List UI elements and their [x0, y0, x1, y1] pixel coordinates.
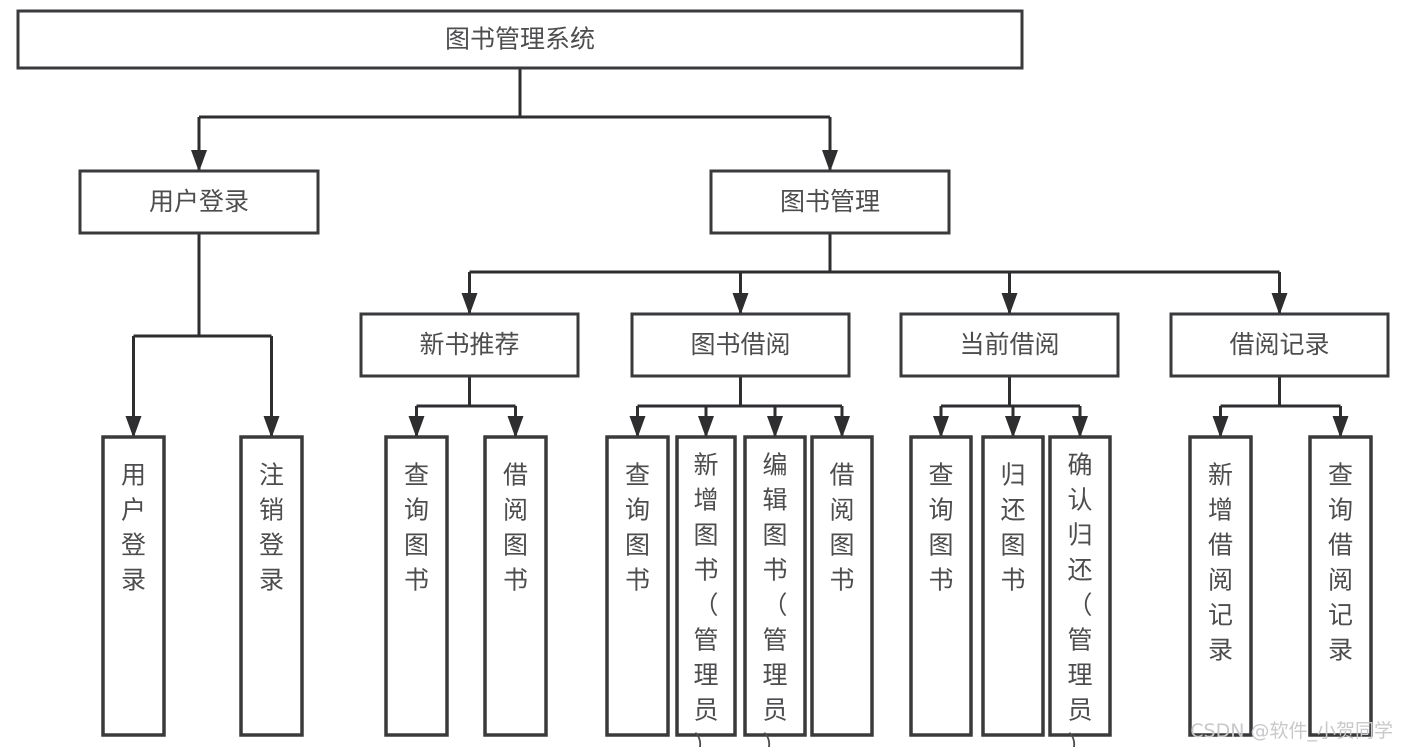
- node-box-leaf-borrow-book-1[interactable]: [483, 435, 548, 737]
- node-box-leaf-user-login[interactable]: [101, 435, 166, 737]
- node-label-leaf-borrow-book-1: 借阅图书: [503, 461, 528, 595]
- arrow-head-icon: [933, 416, 949, 438]
- node-leaf-logout[interactable]: 注销登录: [239, 435, 304, 737]
- arrow-head-icon: [1001, 293, 1018, 315]
- node-label-leaf-confirm-return: 确认归还（管理员）: [1067, 451, 1092, 747]
- node-leaf-edit-book[interactable]: 编辑图书（管理员）: [743, 435, 807, 747]
- node-label-leaf-borrow-book-2: 借阅图书: [829, 461, 854, 595]
- node-box-root[interactable]: [16, 9, 1024, 70]
- arrow-head-icon: [408, 416, 425, 438]
- node-label-user-login: 用户登录: [149, 187, 249, 216]
- node-leaf-borrow-book-2[interactable]: 借阅图书: [810, 435, 874, 737]
- node-label-leaf-add-book: 新增图书（管理员）: [693, 451, 718, 747]
- node-label-new-book-recommend: 新书推荐: [419, 330, 519, 359]
- node-user-login[interactable]: 用户登录: [78, 169, 320, 235]
- node-label-root: 图书管理系统: [445, 25, 595, 54]
- watermark-label: CSDN @软件_小贺同学: [1190, 720, 1393, 742]
- node-label-leaf-return-book: 归还图书: [1000, 461, 1025, 595]
- node-box-leaf-query-book-3[interactable]: [909, 435, 973, 737]
- arrow-head-icon: [507, 416, 524, 438]
- connector-layer: [125, 68, 1349, 438]
- arrow-head-icon: [629, 416, 646, 438]
- node-box-leaf-edit-book[interactable]: [743, 435, 807, 737]
- node-leaf-add-book[interactable]: 新增图书（管理员）: [675, 435, 737, 747]
- node-new-book-recommend[interactable]: 新书推荐: [359, 312, 580, 378]
- arrow-head-icon: [191, 150, 207, 172]
- node-box-leaf-add-book[interactable]: [675, 435, 737, 737]
- node-box-book-borrow[interactable]: [630, 312, 851, 378]
- node-label-leaf-logout: 注销登录: [259, 461, 284, 595]
- node-label-leaf-query-book-2: 查询图书: [625, 461, 650, 595]
- node-box-current-borrow[interactable]: [899, 312, 1120, 378]
- arrow-head-icon: [125, 416, 142, 438]
- arrow-head-icon: [822, 150, 838, 172]
- node-box-leaf-query-book-2[interactable]: [605, 435, 670, 737]
- node-box-leaf-return-book[interactable]: [981, 435, 1045, 737]
- node-leaf-add-record[interactable]: 新增借阅记录: [1188, 435, 1253, 737]
- arrow-head-icon: [1271, 293, 1288, 315]
- node-leaf-query-record[interactable]: 查询借阅记录: [1308, 435, 1373, 737]
- arrow-head-icon: [1005, 416, 1021, 438]
- arrow-head-icon: [461, 293, 478, 315]
- connector-group-borrow-record: [1212, 376, 1349, 438]
- node-label-book-management: 图书管理: [780, 187, 880, 216]
- node-book-management[interactable]: 图书管理: [709, 169, 951, 235]
- connector-group-book-management: [461, 233, 1288, 315]
- connector-group-current-borrow: [933, 376, 1088, 438]
- connector-group-user-login: [125, 233, 280, 438]
- connector-group-book-borrow: [629, 376, 850, 438]
- node-current-borrow[interactable]: 当前借阅: [899, 312, 1120, 378]
- arrow-head-icon: [767, 416, 783, 438]
- node-box-leaf-borrow-book-2[interactable]: [810, 435, 874, 737]
- connector-group-root: [191, 68, 838, 172]
- node-box-borrow-record[interactable]: [1169, 312, 1390, 378]
- arrow-head-icon: [1072, 416, 1088, 438]
- node-label-borrow-record: 借阅记录: [1229, 330, 1329, 359]
- node-box-book-management[interactable]: [709, 169, 951, 235]
- node-box-leaf-confirm-return[interactable]: [1048, 435, 1112, 737]
- node-leaf-query-book-2[interactable]: 查询图书: [605, 435, 670, 737]
- node-leaf-query-book-1[interactable]: 查询图书: [384, 435, 449, 737]
- arrow-head-icon: [834, 416, 850, 438]
- node-label-leaf-add-record: 新增借阅记录: [1208, 461, 1233, 665]
- node-label-leaf-edit-book: 编辑图书（管理员）: [762, 451, 787, 747]
- node-box-leaf-query-record[interactable]: [1308, 435, 1373, 737]
- node-box-user-login[interactable]: [78, 169, 320, 235]
- node-layer: 图书管理系统用户登录图书管理新书推荐图书借阅当前借阅借阅记录用户登录注销登录查询…: [16, 9, 1390, 747]
- node-label-leaf-query-book-3: 查询图书: [928, 461, 953, 595]
- node-label-book-borrow: 图书借阅: [690, 330, 790, 359]
- node-label-leaf-query-record: 查询借阅记录: [1328, 461, 1353, 665]
- node-box-leaf-query-book-1[interactable]: [384, 435, 449, 737]
- arrow-head-icon: [1212, 416, 1229, 438]
- node-leaf-confirm-return[interactable]: 确认归还（管理员）: [1048, 435, 1112, 747]
- node-box-leaf-add-record[interactable]: [1188, 435, 1253, 737]
- arrow-head-icon: [698, 416, 714, 438]
- node-label-leaf-query-book-1: 查询图书: [404, 461, 429, 595]
- node-book-borrow[interactable]: 图书借阅: [630, 312, 851, 378]
- node-leaf-return-book[interactable]: 归还图书: [981, 435, 1045, 737]
- node-box-new-book-recommend[interactable]: [359, 312, 580, 378]
- node-leaf-borrow-book-1[interactable]: 借阅图书: [483, 435, 548, 737]
- node-label-current-borrow: 当前借阅: [959, 330, 1059, 359]
- node-label-leaf-user-login: 用户登录: [121, 461, 146, 595]
- arrow-head-icon: [263, 416, 280, 438]
- node-box-leaf-logout[interactable]: [239, 435, 304, 737]
- node-leaf-query-book-3[interactable]: 查询图书: [909, 435, 973, 737]
- arrow-head-icon: [732, 293, 749, 315]
- node-root[interactable]: 图书管理系统: [16, 9, 1024, 70]
- node-leaf-user-login[interactable]: 用户登录: [101, 435, 166, 737]
- node-borrow-record[interactable]: 借阅记录: [1169, 312, 1390, 378]
- arrow-head-icon: [1332, 416, 1349, 438]
- connector-group-new-book-recommend: [408, 376, 524, 438]
